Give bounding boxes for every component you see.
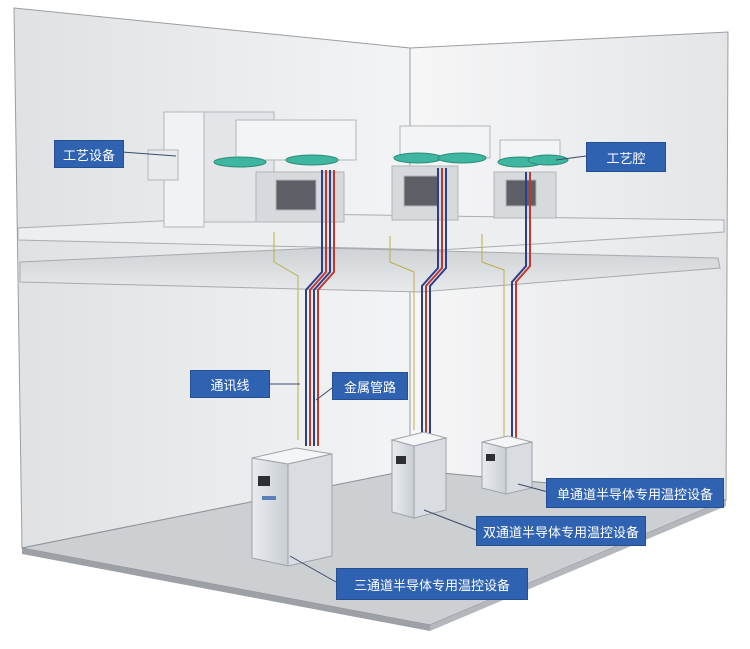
label-dual-channel-unit: 双通道半导体专用温控设备 (476, 516, 646, 546)
mezzanine-ceiling (19, 247, 721, 293)
label-process-equipment: 工艺设备 (54, 140, 124, 168)
triple-channel-unit-3d (251, 447, 333, 567)
floor-edge (22, 548, 430, 631)
chamber-rings (213, 152, 569, 168)
label-single-channel-unit: 单通道半导体专用温控设备 (546, 478, 724, 508)
leader-lines (121, 151, 587, 583)
piping-group-2 (421, 168, 447, 438)
dual-channel-unit-3d (390, 431, 448, 519)
communication-lines (273, 232, 505, 440)
single-channel-unit-3d (481, 435, 533, 495)
label-process-chamber: 工艺腔 (586, 142, 666, 172)
piping-group-1 (305, 170, 335, 446)
label-triple-channel-unit: 三通道半导体专用温控设备 (336, 568, 528, 600)
piping-group-3 (511, 172, 531, 442)
label-metal-piping: 金属管路 (332, 372, 408, 400)
label-communication-line: 通讯线 (190, 370, 270, 398)
